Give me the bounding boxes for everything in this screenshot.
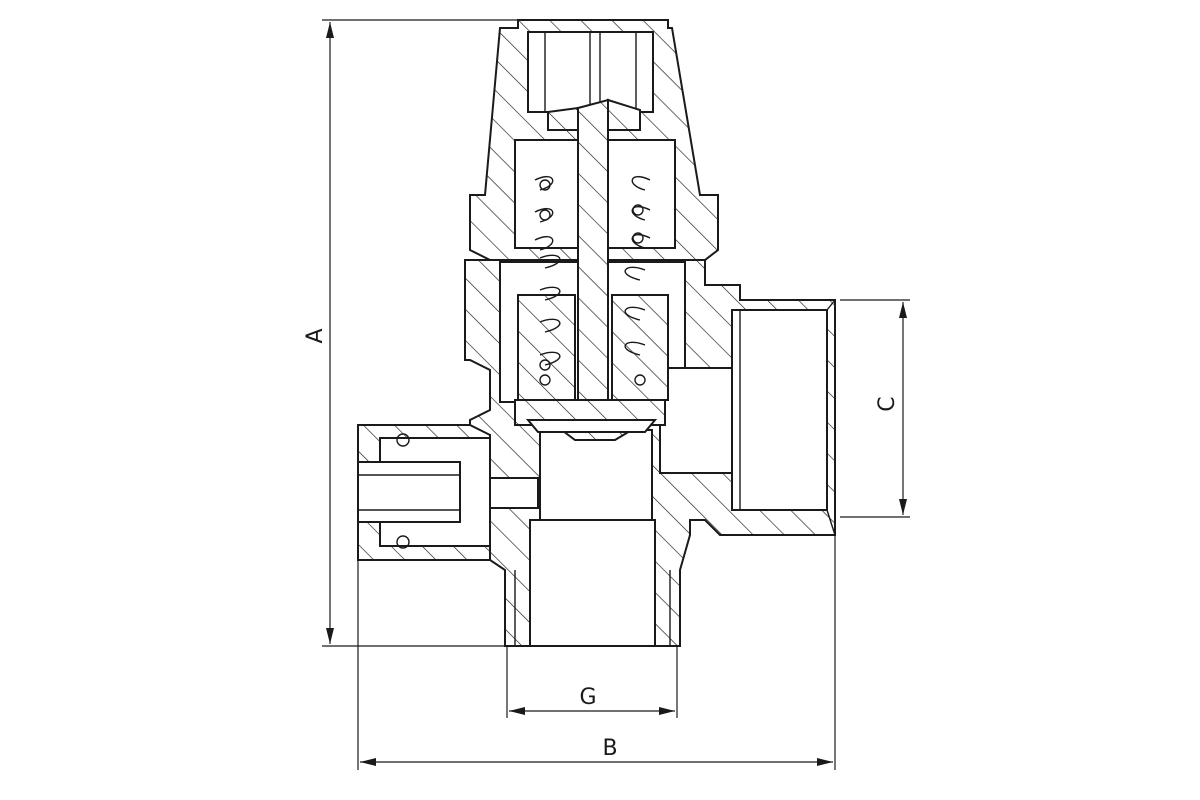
dimension-a-label: A <box>303 328 328 343</box>
dimension-c: C <box>840 299 910 518</box>
dimension-b-label: B <box>602 736 617 761</box>
dimension-g-label: G <box>579 685 596 710</box>
spindle-assembly <box>514 98 669 441</box>
lower-spring <box>539 254 646 386</box>
dimension-c-label: C <box>875 396 900 411</box>
dimension-g: G <box>506 646 678 718</box>
upper-spring <box>534 175 651 251</box>
dimension-b: B <box>357 535 836 770</box>
dimension-a: A <box>303 19 518 647</box>
